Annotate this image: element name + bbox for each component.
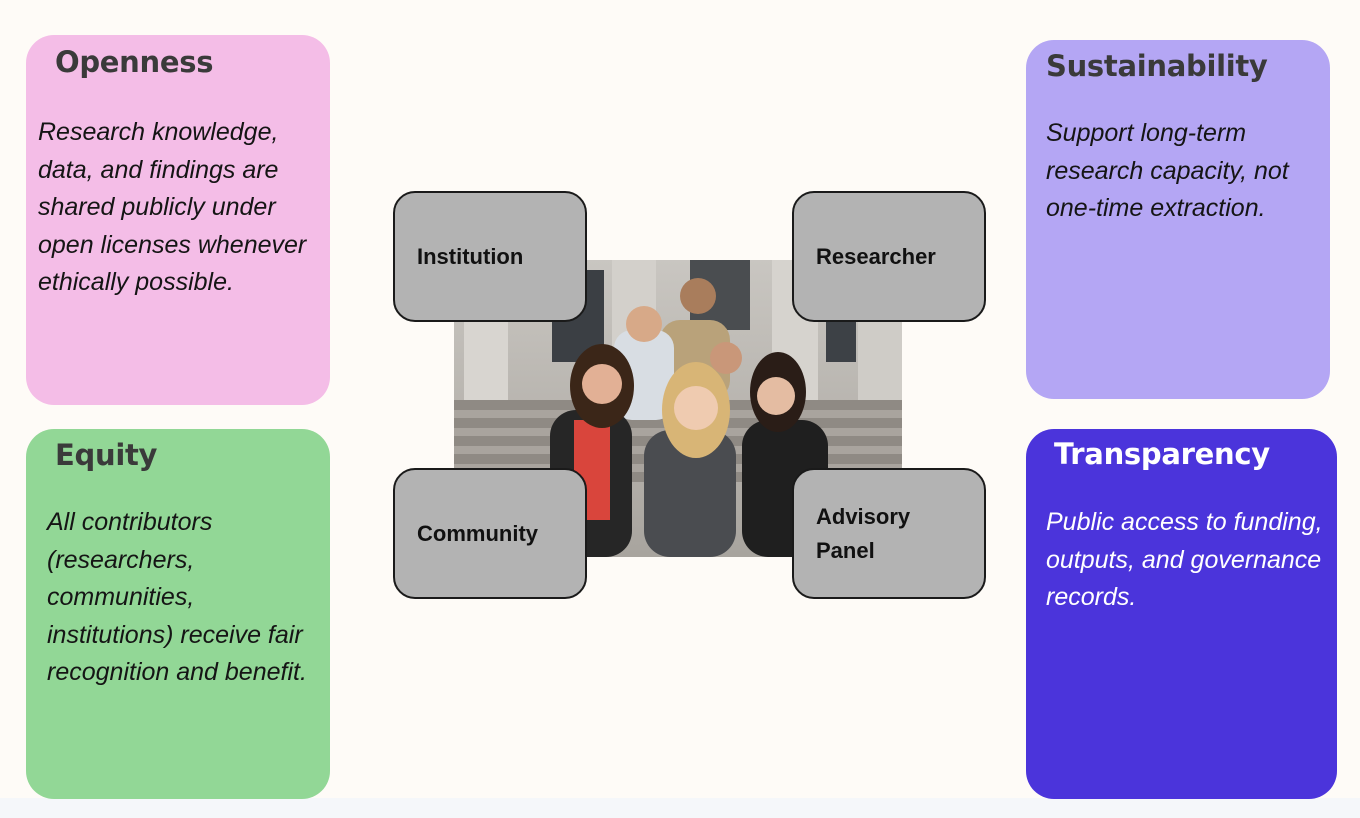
bottom-strip — [0, 798, 1360, 818]
researcher-label: Researcher — [816, 243, 936, 269]
community-node: Community — [393, 468, 587, 599]
advisory-panel-label: Advisory Panel — [816, 503, 911, 563]
researcher-node: Researcher — [792, 191, 986, 322]
equity-title: Equity — [55, 438, 158, 472]
sustainability-card: Sustainability Support long-term researc… — [1026, 40, 1330, 399]
equity-card: Equity All contributors (researchers, co… — [26, 429, 330, 799]
advisory-panel-node: Advisory Panel — [792, 468, 986, 599]
transparency-card: Transparency Public access to funding, o… — [1026, 429, 1337, 799]
sustainability-text: Support long-term research capacity, not… — [1046, 119, 1289, 222]
openness-card: Openness Research knowledge, data, and f… — [26, 35, 330, 405]
transparency-text: Public access to funding, outputs, and g… — [1046, 508, 1323, 611]
sustainability-title: Sustainability — [1046, 49, 1268, 83]
institution-label: Institution — [417, 243, 524, 269]
openness-title: Openness — [55, 45, 214, 79]
equity-text: All contributors (researchers, communiti… — [47, 508, 307, 686]
transparency-title: Transparency — [1054, 437, 1270, 471]
openness-text: Research knowledge, data, and findings a… — [38, 118, 307, 296]
community-label: Community — [417, 520, 538, 546]
institution-node: Institution — [393, 191, 587, 322]
